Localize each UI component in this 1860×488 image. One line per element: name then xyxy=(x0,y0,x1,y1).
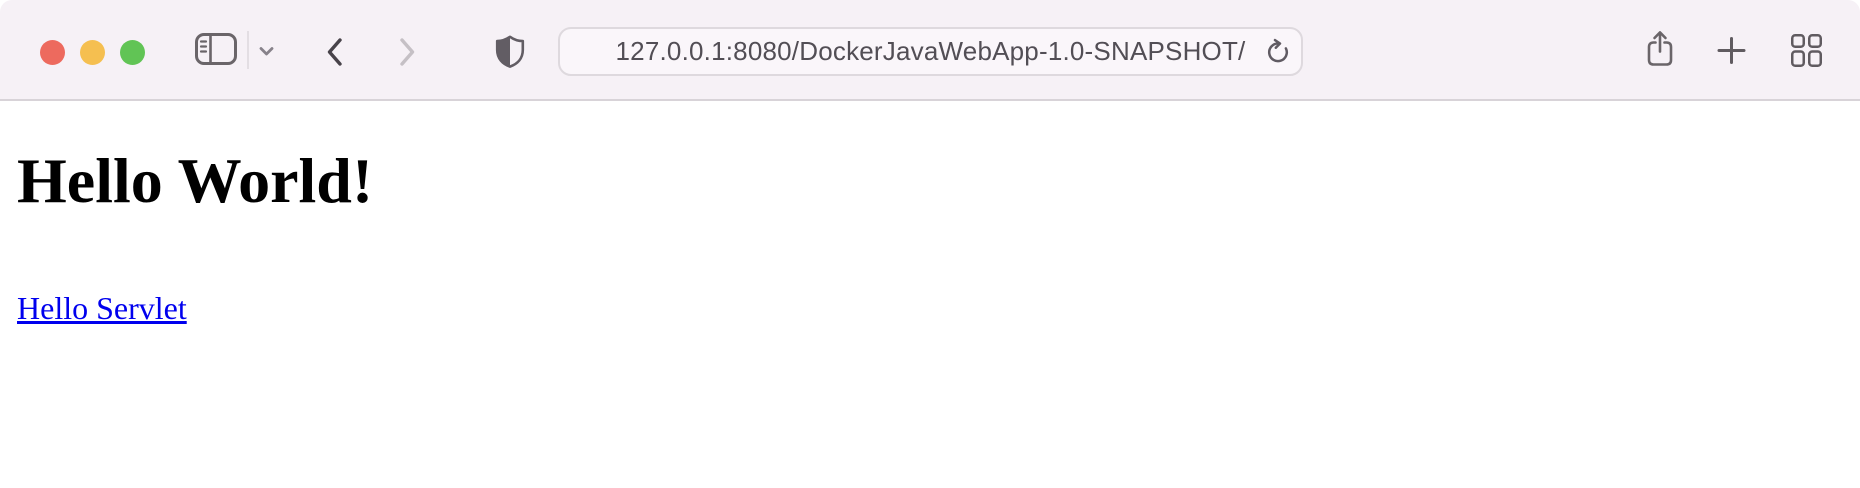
chevron-left-icon xyxy=(326,38,343,66)
page-heading: Hello World! xyxy=(17,145,374,216)
address-bar-url: 127.0.0.1:8080/DockerJavaWebApp-1.0-SNAP… xyxy=(615,36,1246,66)
share-icon xyxy=(1645,30,1675,67)
reload-icon xyxy=(1265,38,1292,65)
privacy-report-button[interactable] xyxy=(495,35,525,68)
browser-toolbar: 127.0.0.1:8080/DockerJavaWebApp-1.0-SNAP… xyxy=(0,0,1860,101)
share-button[interactable] xyxy=(1645,30,1675,67)
toolbar-divider xyxy=(247,31,249,69)
close-window-button[interactable] xyxy=(40,40,65,65)
link-row: Hello Servlet xyxy=(17,290,1860,327)
back-button[interactable] xyxy=(326,38,343,66)
page-content: Hello World! Hello Servlet xyxy=(0,144,1860,327)
minimize-window-button[interactable] xyxy=(80,40,105,65)
hello-servlet-link[interactable]: Hello Servlet xyxy=(17,290,187,326)
new-tab-button[interactable] xyxy=(1717,37,1746,64)
plus-icon xyxy=(1717,37,1746,64)
sidebar-icon xyxy=(195,33,237,65)
zoom-window-button[interactable] xyxy=(120,40,145,65)
tab-overview-button[interactable] xyxy=(1791,34,1822,67)
address-bar[interactable]: 127.0.0.1:8080/DockerJavaWebApp-1.0-SNAP… xyxy=(558,27,1303,76)
chevron-down-icon xyxy=(259,46,274,57)
reload-button[interactable] xyxy=(1265,38,1292,65)
sidebar-options-button[interactable] xyxy=(259,46,274,57)
sidebar-toggle-button[interactable] xyxy=(195,33,237,65)
forward-button[interactable] xyxy=(399,38,416,66)
shield-icon xyxy=(495,35,525,68)
traffic-lights xyxy=(40,40,145,65)
tab-grid-icon xyxy=(1791,34,1822,67)
chevron-right-icon xyxy=(399,38,416,66)
